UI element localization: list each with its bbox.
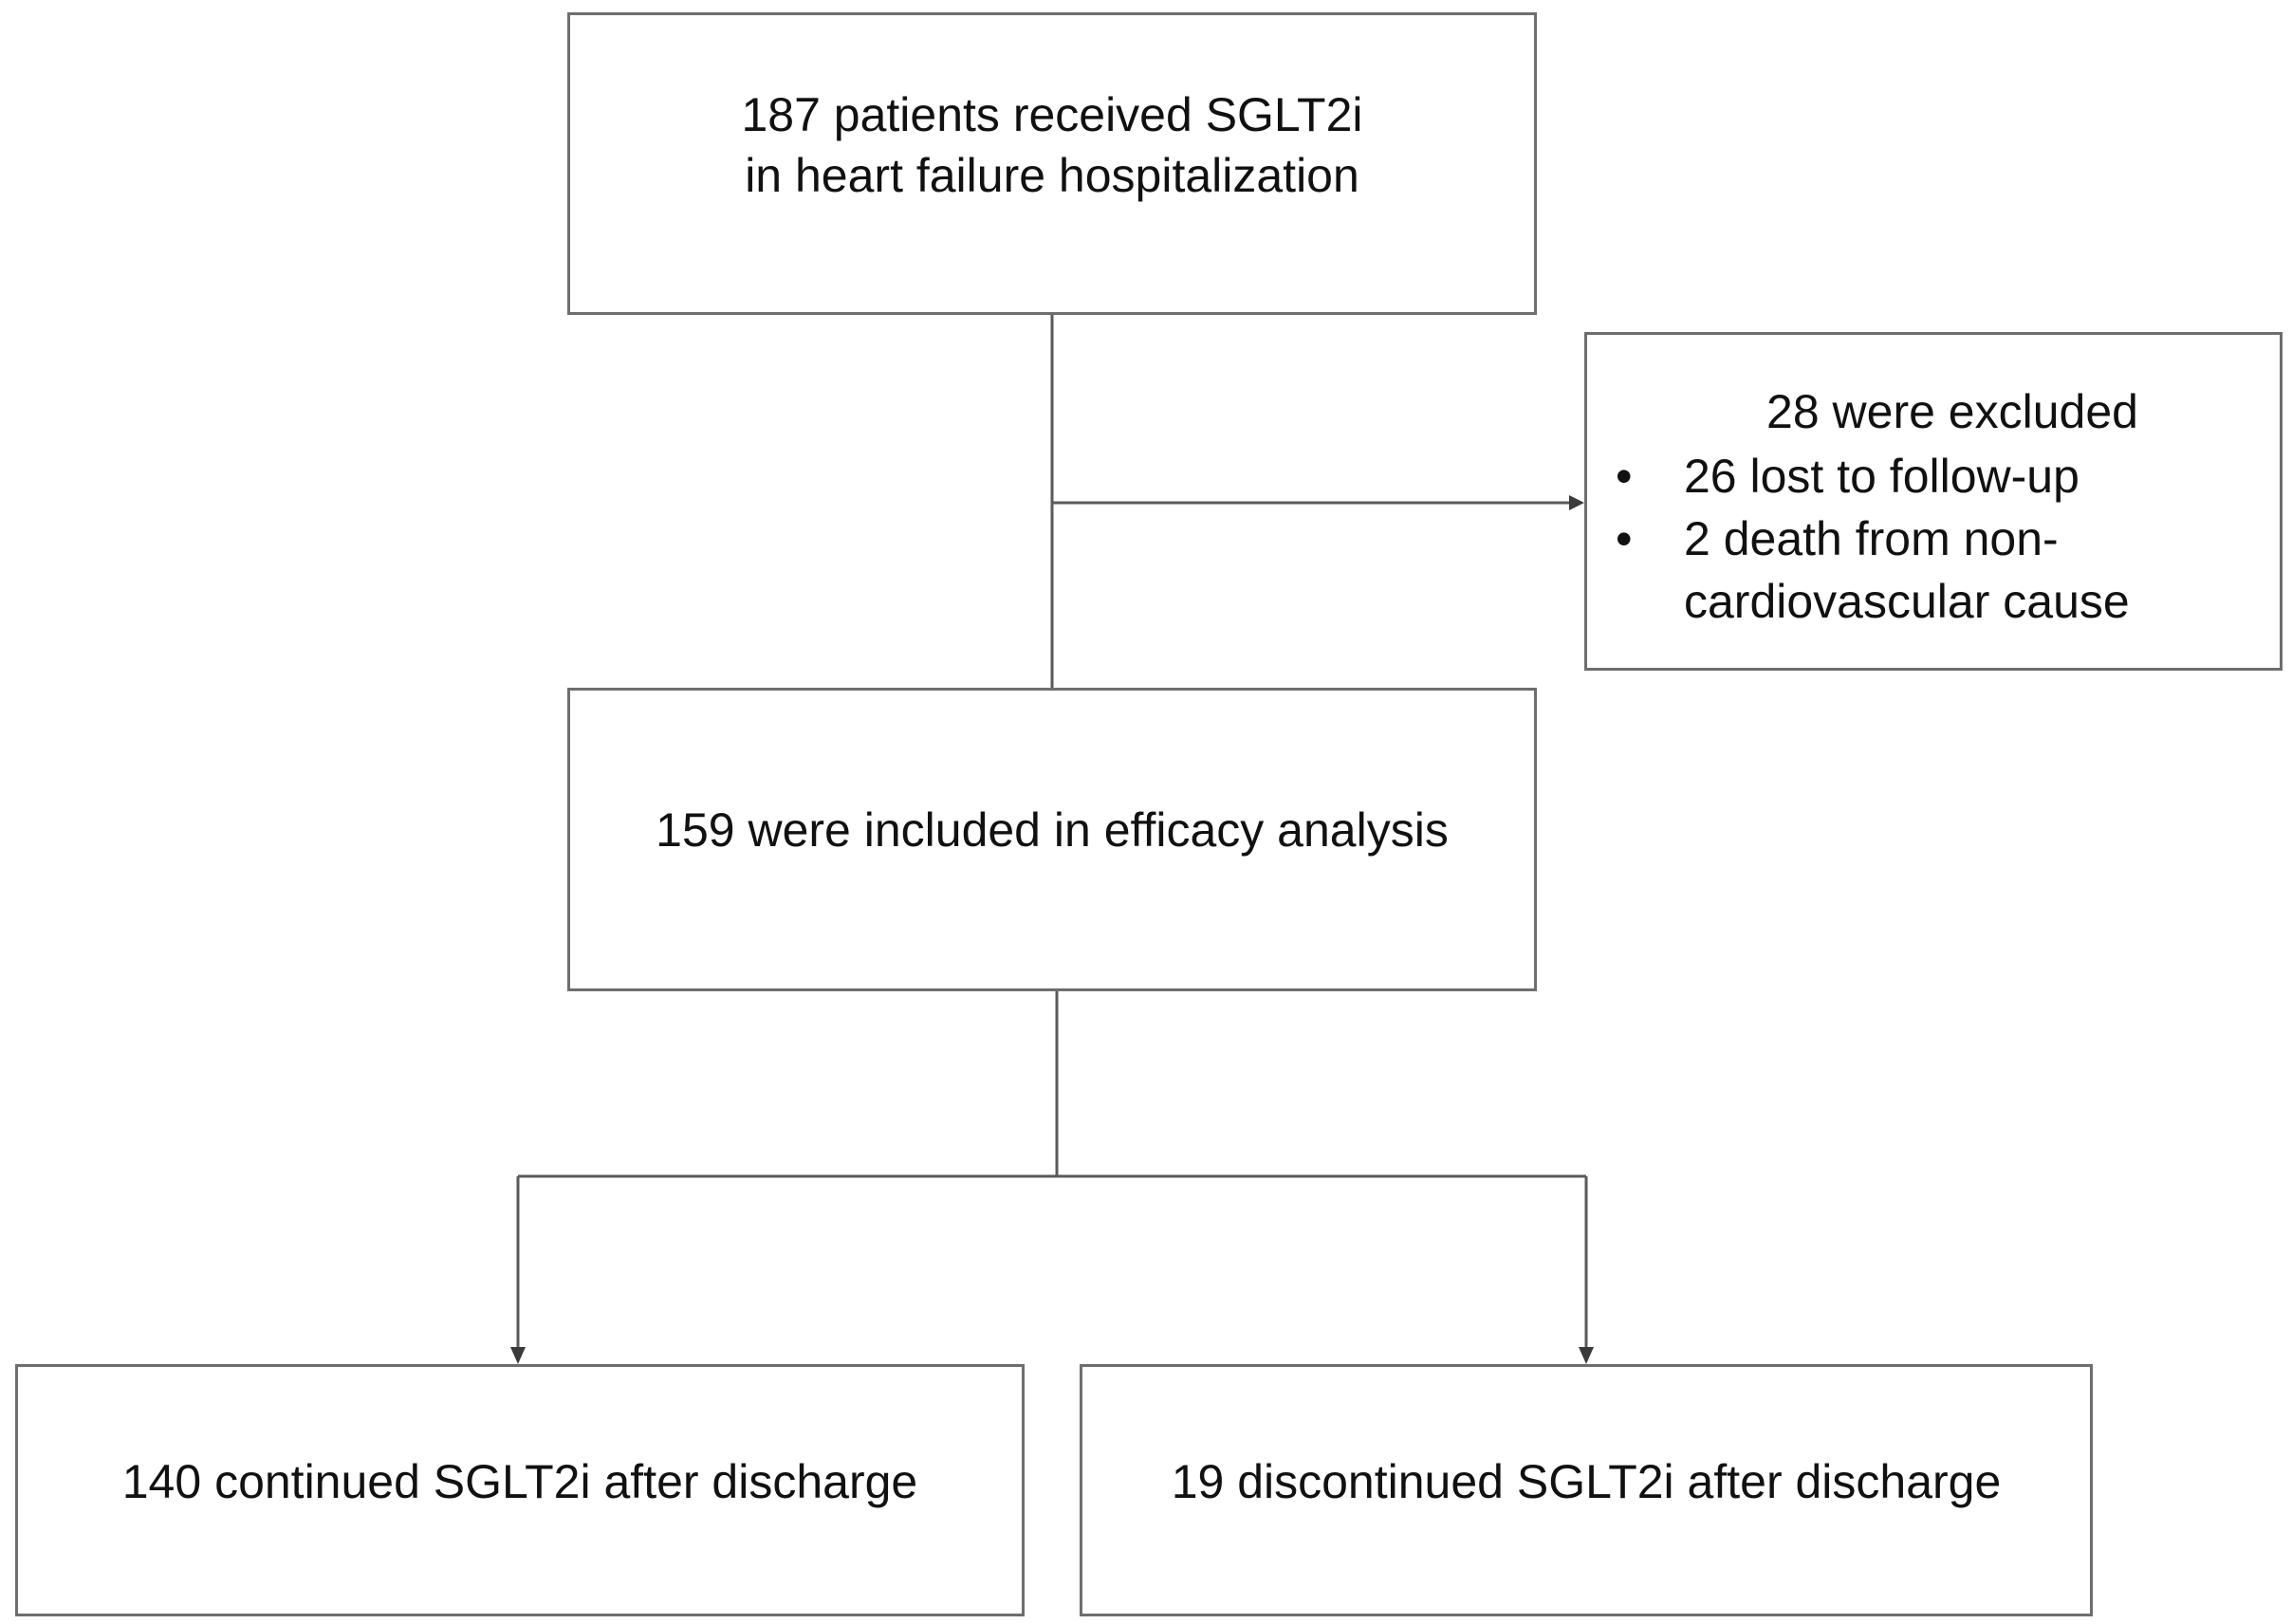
- box-patients-received-line-2: in heart failure hospitalization: [745, 148, 1359, 202]
- box-patients-received-text: 187 patients received SGLT2i in heart fa…: [741, 84, 1362, 206]
- excluded-reason-item: • 2 death from non- cardiovascular cause: [1587, 508, 2280, 633]
- box-patients-received-line-1: 187 patients received SGLT2i: [741, 87, 1363, 141]
- excluded-reasons-list: • 26 lost to follow-up • 2 death from no…: [1587, 445, 2280, 633]
- excluded-reason-text: 26 lost to follow-up: [1684, 450, 2079, 503]
- box-continued-text: 140 continued SGLT2i after discharge: [121, 1455, 918, 1508]
- excluded-reason-item: • 26 lost to follow-up: [1587, 445, 2280, 508]
- excluded-reason-text: 2 death from non-: [1684, 512, 2059, 565]
- box-patients-received: 187 patients received SGLT2i in heart fa…: [567, 12, 1537, 315]
- box-excluded: 28 were excluded • 26 lost to follow-up …: [1584, 332, 2283, 671]
- arrow-to-continued-icon: [510, 1347, 526, 1364]
- arrow-to-excluded-icon: [1569, 495, 1584, 510]
- box-excluded-heading: 28 were excluded: [1766, 385, 2138, 438]
- box-continued: 140 continued SGLT2i after discharge: [15, 1364, 1025, 1616]
- box-discontinued-text: 19 discontinued SGLT2i after discharge: [1171, 1455, 2002, 1508]
- box-discontinued: 19 discontinued SGLT2i after discharge: [1080, 1364, 2093, 1616]
- bullet-icon: •: [1616, 450, 1633, 503]
- box-included-analysis-text: 159 were included in efficacy analysis: [656, 803, 1449, 857]
- arrow-to-discontinued-icon: [1579, 1347, 1594, 1364]
- bullet-icon: •: [1616, 512, 1633, 565]
- excluded-reason-text-continued: cardiovascular cause: [1684, 575, 2130, 628]
- box-included-analysis: 159 were included in efficacy analysis: [567, 688, 1537, 991]
